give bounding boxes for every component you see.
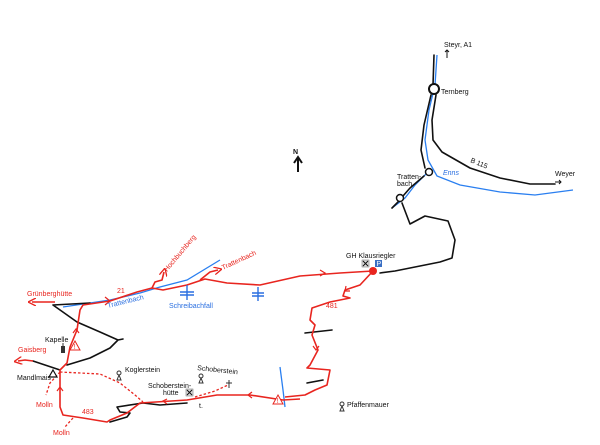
cross-icon	[226, 380, 232, 388]
road-b115	[431, 94, 556, 185]
ternberg-town-marker	[428, 83, 440, 95]
label-koglerstein: Koglerstein	[125, 367, 160, 374]
trail-molln-dashed-2	[64, 417, 74, 428]
label-molln-1: Molln	[36, 402, 53, 409]
viewpoint-icon-pfaffenmauer	[339, 401, 345, 412]
trail-481	[284, 270, 374, 398]
trail-main-loop	[59, 270, 374, 423]
road-schoberstein	[109, 402, 188, 423]
label-hochbuchberg: Hochbuchberg	[163, 234, 198, 273]
label-trattenbach-town-2: bach	[397, 181, 412, 188]
label-ternberg: Ternberg	[441, 89, 469, 96]
summit-triangle-icon	[47, 368, 59, 378]
road-nw-loop	[32, 302, 124, 371]
arrow-steyr-icon	[444, 49, 450, 58]
label-enns: Enns	[443, 170, 459, 177]
restaurant-icon	[361, 259, 370, 268]
viewpoint-icon-koglerstein	[116, 370, 122, 381]
svg-text:!: !	[74, 344, 76, 351]
label-schreibachfall: Schreibachfall	[169, 303, 213, 310]
label-pfaffenmauer: Pfaffenmauer	[347, 402, 390, 409]
enns-river	[424, 54, 574, 196]
label-molln-2: Molln	[53, 430, 70, 437]
label-steyr: Steyr, A1	[444, 42, 472, 49]
label-route-481: 481	[326, 303, 338, 310]
label-schoberstein: Schoberstein	[197, 365, 238, 376]
start-point-marker	[369, 267, 377, 275]
trail-cross-dashed	[194, 384, 229, 398]
arrow-weyer-icon	[555, 179, 562, 185]
trail-koglerstein-dashed	[59, 371, 144, 403]
waterfall-symbols	[180, 285, 264, 301]
label-gh-klausriegler: GH Klausriegler	[346, 253, 396, 260]
road-steyr	[391, 54, 435, 209]
parking-icon: P	[375, 260, 382, 268]
road-crossing-2	[306, 379, 324, 384]
road-crossing-1	[304, 329, 333, 334]
direction-arrows	[56, 269, 350, 405]
warning-icon: !	[69, 339, 81, 351]
viewpoint-icon-schoberstein	[198, 373, 204, 384]
north-arrow-icon	[293, 155, 303, 172]
label-schobersteinhuette-2: hütte	[163, 390, 179, 397]
chapel-icon	[61, 343, 65, 353]
label-t-mark: t.	[199, 403, 203, 410]
north-label: N	[293, 149, 298, 156]
junction-marker	[395, 193, 405, 203]
label-weyer: Weyer	[555, 171, 576, 178]
trail-trattenbach	[199, 270, 218, 281]
road-klausriegler	[379, 202, 456, 274]
parking-label: P	[377, 261, 382, 268]
stream	[279, 366, 286, 408]
label-trattenbach-destination: Trattenbach	[221, 250, 258, 272]
svg-text:!: !	[277, 398, 279, 405]
trattenbach-town-marker	[424, 167, 434, 177]
trail-gaisberg	[18, 360, 34, 361]
trail-hochbuchberg	[151, 272, 164, 289]
label-trattenbach-town-1: Tratten-	[397, 174, 422, 181]
label-schobersteinhuette-1: Schoberstein-	[148, 383, 192, 390]
label-route-21: 21	[117, 288, 125, 295]
label-mandlmais: Mandlmais	[17, 375, 51, 382]
label-route-483: 483	[82, 409, 94, 416]
label-kapelle: Kapelle	[45, 337, 68, 344]
label-gruenberghuette: Grünberghütte	[27, 291, 72, 298]
warning-icon-2: !	[272, 393, 284, 405]
trattenbach-creek	[62, 259, 221, 308]
hut-restaurant-icon	[185, 388, 194, 397]
label-gaisberg: Gaisberg	[18, 347, 47, 354]
